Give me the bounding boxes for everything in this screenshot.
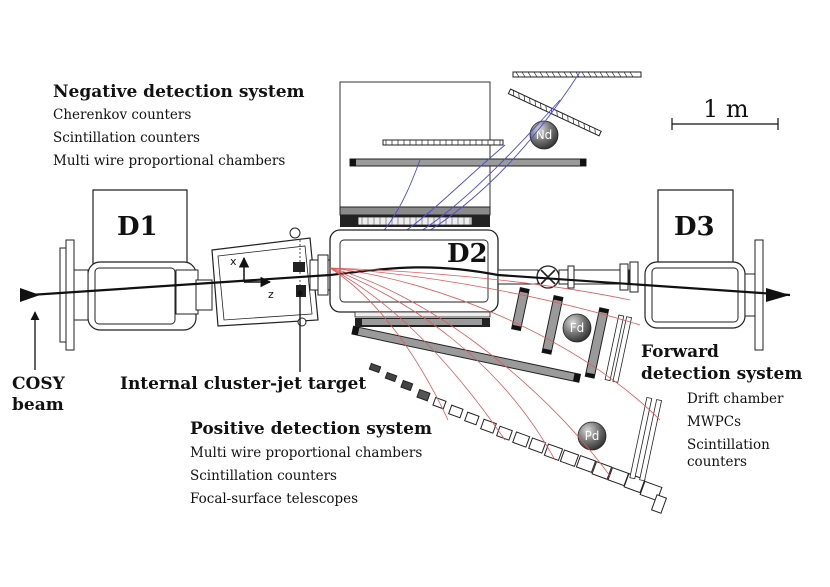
d1-label: D1 <box>117 212 158 242</box>
positive-system-item: Scintillation counters <box>190 468 337 484</box>
scale-bar: 1 m <box>671 95 779 130</box>
d3-magnet: D3 <box>644 189 746 329</box>
positive-detection-system-label: Positive detection system Multi wire pro… <box>190 419 432 507</box>
forward-system-item: Drift chamber <box>687 391 784 407</box>
x-axis-label: x <box>230 255 237 268</box>
beam-label-line1: COSY <box>12 374 66 394</box>
forward-system-item: counters <box>687 454 747 470</box>
focal-surface-telescopes <box>368 362 668 514</box>
negative-system-item: Multi wire proportional chambers <box>53 153 285 169</box>
positive-detectors <box>351 325 668 514</box>
positive-system-item: Focal-surface telescopes <box>190 491 358 507</box>
negative-detector-planes <box>339 71 642 227</box>
d2-lower-bars <box>354 311 491 327</box>
negative-detection-system-label: Negative detection system Cherenkov coun… <box>53 82 305 169</box>
d1-magnet: D1 <box>87 189 199 331</box>
d3-label: D3 <box>674 212 715 242</box>
forward-detection-system-label: Forward detection system Drift chamber M… <box>641 342 802 470</box>
beam-pipe-section <box>195 279 213 311</box>
d2-label: D2 <box>447 239 488 269</box>
beam-label-line2: beam <box>12 395 64 415</box>
z-axis-label: z <box>268 288 274 301</box>
forward-system-item: Scintillation <box>687 437 770 453</box>
pd-detector-sphere: Pd <box>577 421 607 451</box>
right-flange <box>744 239 764 351</box>
positive-system-title: Positive detection system <box>190 419 432 439</box>
pd-label: Pd <box>585 429 600 443</box>
nd-detector-sphere: Nd <box>529 120 559 150</box>
nd-label: Nd <box>536 128 553 142</box>
negative-system-item: Cherenkov counters <box>53 107 191 123</box>
scale-label: 1 m <box>703 95 749 123</box>
negative-system-item: Scintillation counters <box>53 130 200 146</box>
negative-detector-housing <box>339 81 491 213</box>
left-flange <box>59 239 89 351</box>
negative-system-title: Negative detection system <box>53 82 305 102</box>
fd-label: Fd <box>570 321 585 335</box>
target-label: Internal cluster-jet target <box>120 290 366 394</box>
forward-system-item: MWPCs <box>687 414 741 430</box>
target-label-text: Internal cluster-jet target <box>120 374 366 394</box>
forward-system-title-line1: Forward <box>641 342 719 362</box>
forward-system-title-line2: detection system <box>641 364 802 384</box>
positive-system-item: Multi wire proportional chambers <box>190 445 422 461</box>
beam-label: COSY beam <box>12 311 66 415</box>
fd-detector-sphere: Fd <box>562 313 592 343</box>
forward-detectors <box>511 287 633 383</box>
positive-particle-tracks <box>329 267 661 477</box>
